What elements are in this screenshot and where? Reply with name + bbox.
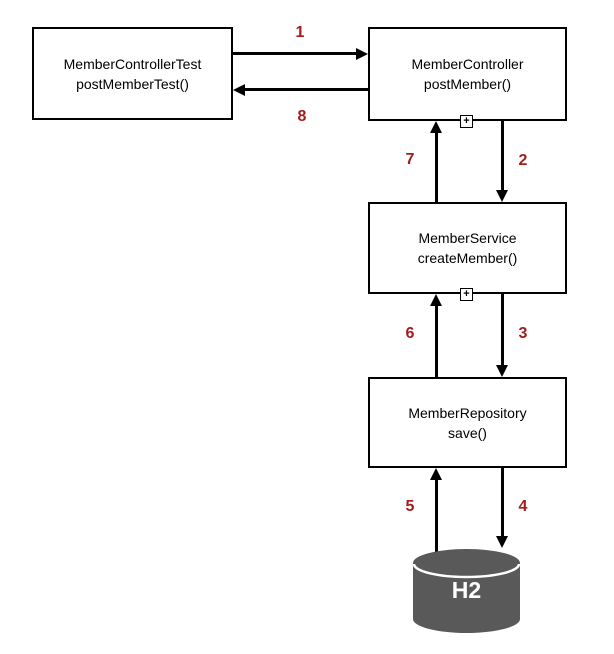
node-method-name: postMemberTest() xyxy=(76,75,189,92)
arrow-line xyxy=(501,121,504,192)
arrow-head xyxy=(496,190,508,202)
arrow-head xyxy=(233,84,245,96)
database-cylinder-icon xyxy=(412,549,521,633)
edge-label-3: 3 xyxy=(518,325,528,342)
arrow-head xyxy=(496,365,508,377)
edge-label-7: 7 xyxy=(405,151,415,168)
arrow-line xyxy=(501,468,504,538)
node-member-repository: MemberRepository save() xyxy=(368,377,567,468)
edge-label-4: 4 xyxy=(518,498,528,515)
edge-label-6: 6 xyxy=(405,325,415,342)
arrow-head xyxy=(356,48,368,60)
arrow-line xyxy=(435,131,438,202)
node-method-name: postMember() xyxy=(423,76,512,92)
expand-plus-icon: + xyxy=(460,115,473,128)
arrow-line xyxy=(501,294,504,365)
node-member-controller-test: MemberControllerTest postMemberTest() xyxy=(32,27,233,120)
node-member-service: MemberService createMember() xyxy=(368,202,567,294)
edge-label-2: 2 xyxy=(518,152,528,169)
arrow-head xyxy=(430,294,442,306)
node-method-name: createMember() xyxy=(417,250,518,266)
arrow-line xyxy=(245,88,368,91)
node-h2-database xyxy=(412,549,521,634)
edge-label-1: 1 xyxy=(295,24,305,41)
node-class-name: MemberController xyxy=(411,56,524,72)
node-class-name: MemberControllerTest xyxy=(63,55,202,72)
arrow-line xyxy=(435,304,438,377)
arrow-head xyxy=(430,468,442,480)
plus-glyph: + xyxy=(463,115,470,127)
edge-label-8: 8 xyxy=(297,108,307,125)
database-label: H2 xyxy=(451,577,482,603)
arrow-head xyxy=(496,536,508,548)
node-class-name: MemberRepository xyxy=(408,404,527,421)
edge-label-5: 5 xyxy=(405,498,415,515)
arrow-line xyxy=(233,52,356,55)
node-member-controller: MemberController postMember() xyxy=(368,27,567,121)
node-class-name: MemberService xyxy=(418,230,517,246)
plus-glyph: + xyxy=(463,288,470,300)
expand-plus-icon: + xyxy=(460,288,473,301)
arrow-line xyxy=(435,478,438,556)
node-method-name: save() xyxy=(448,424,487,441)
arrow-head xyxy=(430,121,442,133)
